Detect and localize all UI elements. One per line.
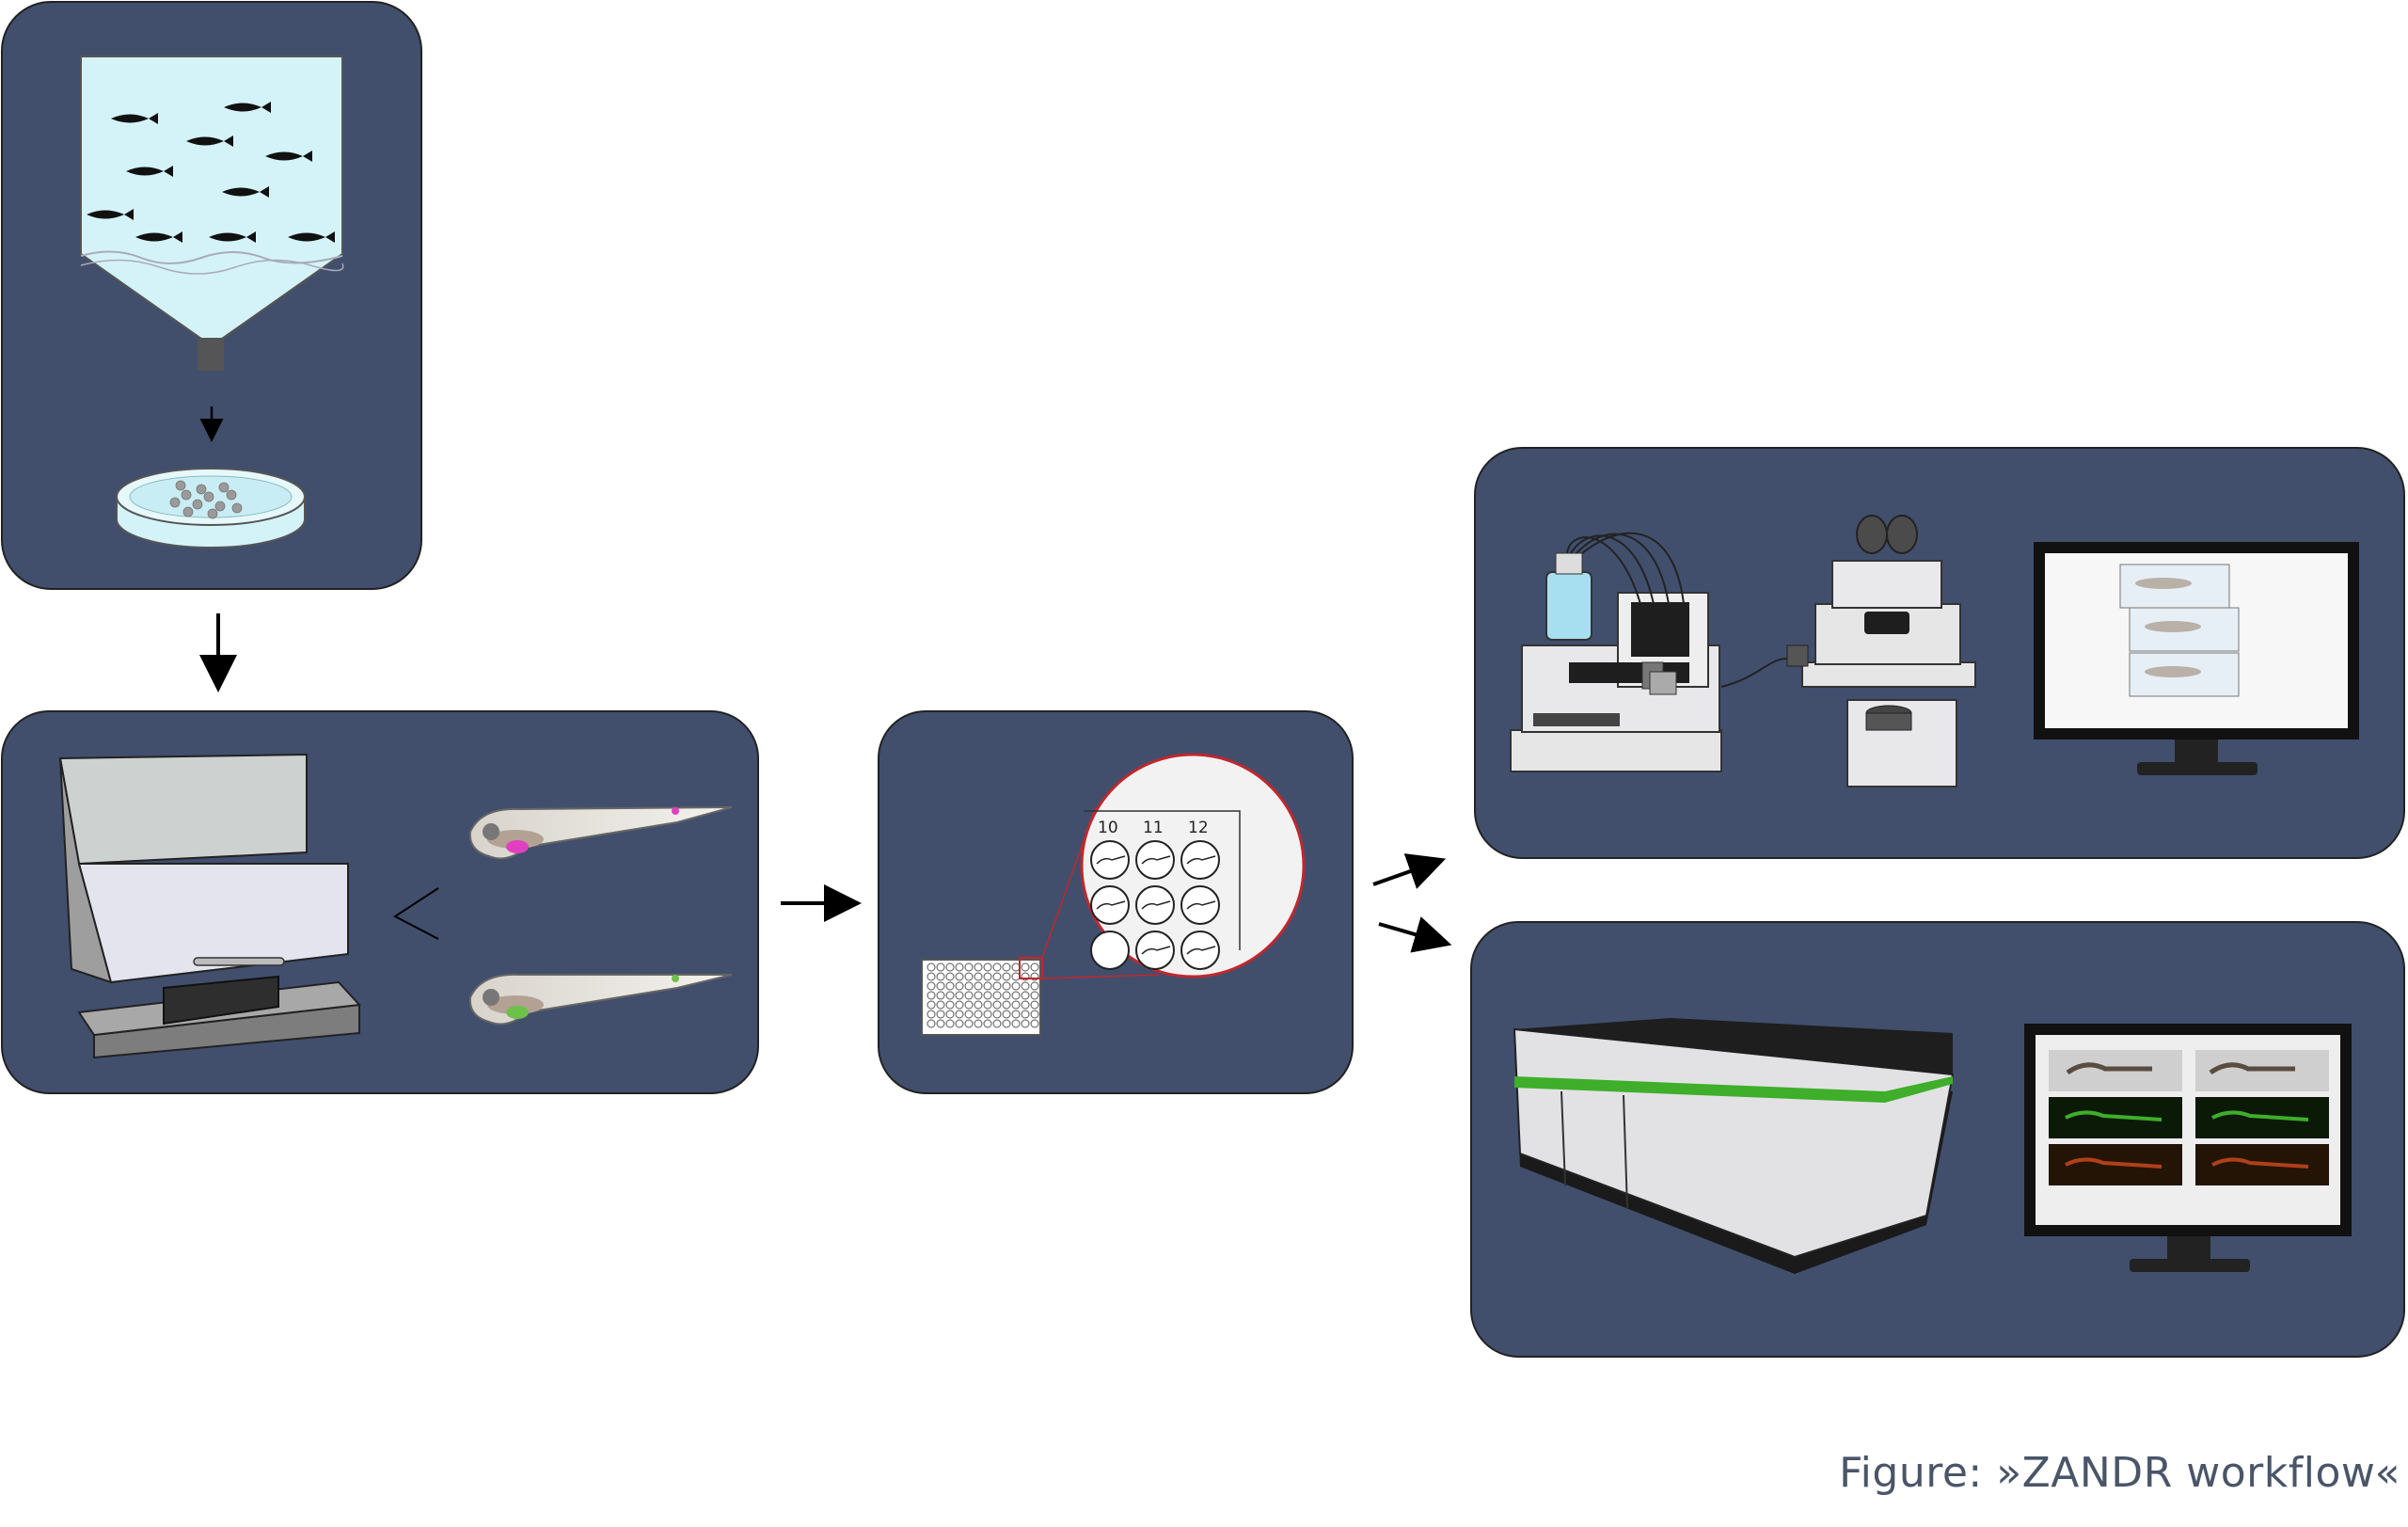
monitor-icon [2024,1024,2352,1272]
well-label-10: 10 [1098,819,1118,837]
imaging-system-icon [1513,1018,1955,1274]
panel-imaging-manual [1474,447,2405,859]
well-label-12: 12 [1188,819,1209,837]
larva-green-icon [468,973,733,1026]
plate-zoom-icon: 10 11 12 [1080,753,1306,978]
microscope-icon [1786,515,1976,787]
larva-sorter-icon [58,753,362,1059]
fish-tank-icon [80,56,344,371]
panel-breeding [1,1,422,590]
well-plate-icon [921,808,1160,1036]
monitor-icon [2034,542,2359,775]
well-label-11: 11 [1143,819,1164,837]
panel-imaging-automated [1470,921,2405,1358]
larva-magenta-icon [468,806,733,860]
panel-plate: 10 11 12 [878,710,1354,1094]
sort-split-icon [393,887,439,940]
liquid-handler-icon [1510,532,1788,772]
panel-sorting [1,710,759,1094]
petri-dish-icon [116,468,306,549]
figure-caption: Figure: »ZANDR workflow« [1839,1449,2400,1497]
